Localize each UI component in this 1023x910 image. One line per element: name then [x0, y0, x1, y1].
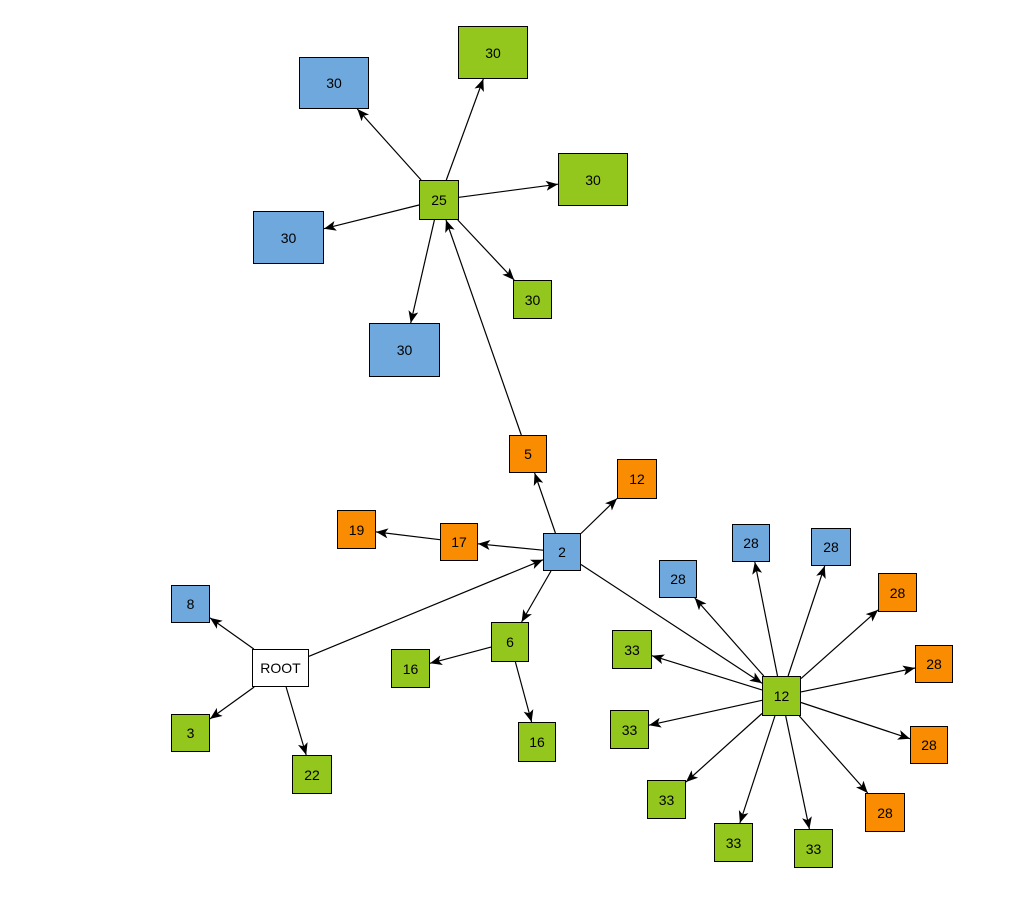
node-label: 17 [451, 534, 467, 550]
node-label: 28 [877, 804, 893, 821]
edge-n25-n30f [408, 219, 435, 324]
node-label: 2 [558, 544, 566, 560]
graph-node-19[interactable]: 19 [337, 510, 376, 549]
node-label: 30 [524, 291, 541, 308]
edge-n2-n12o [580, 498, 618, 534]
node-label: 5 [524, 446, 532, 462]
graph-node-30[interactable]: 30 [513, 280, 552, 319]
graph-node-30[interactable]: 30 [299, 57, 369, 109]
node-label: 19 [348, 521, 365, 538]
edge-root-n3 [209, 686, 255, 720]
edge-n12g-n28a [694, 597, 765, 677]
edge-n12g-n28g [798, 715, 869, 794]
graph-node-33[interactable]: 33 [794, 829, 833, 868]
graph-node-5[interactable]: 5 [509, 435, 547, 473]
graph-node-2[interactable]: 2 [543, 533, 581, 571]
node-label: 33 [621, 721, 638, 738]
edge-n12g-n28b [752, 561, 779, 677]
graph-node-28[interactable]: 28 [910, 726, 948, 764]
node-label: 33 [658, 791, 675, 808]
node-label: ROOT [260, 660, 301, 676]
node-label: 6 [506, 634, 514, 650]
graph-node-17[interactable]: 17 [440, 523, 478, 561]
graph-node-28[interactable]: 28 [732, 524, 770, 562]
edge-n12g-n33b [648, 699, 763, 728]
node-label: 30 [396, 342, 413, 358]
graph-node-30[interactable]: 30 [458, 26, 528, 79]
graph-node-8[interactable]: 8 [171, 585, 210, 623]
node-label: 16 [529, 734, 545, 750]
edge-n2-n5 [533, 472, 556, 534]
edge-n12g-n33c [685, 713, 763, 783]
edge-n12g-n33e [785, 715, 812, 830]
graph-node-33[interactable]: 33 [612, 630, 652, 669]
node-label: 30 [280, 229, 297, 246]
graph-node-33[interactable]: 33 [647, 780, 686, 819]
edge-n5-n25 [445, 219, 522, 436]
graph-node-25[interactable]: 25 [419, 180, 459, 220]
node-label: 30 [485, 44, 501, 61]
graph-node-16[interactable]: 16 [391, 649, 430, 688]
node-label: 3 [186, 725, 195, 741]
graph-node-33[interactable]: 33 [610, 710, 649, 749]
graph-node-3[interactable]: 3 [171, 714, 210, 752]
graph-node-28[interactable]: 28 [915, 645, 953, 683]
node-label: 28 [921, 737, 937, 753]
node-label: 30 [326, 75, 342, 91]
edge-n25-n30b [445, 78, 484, 181]
edge-n12g-n28f [800, 701, 911, 740]
node-label: 33 [725, 834, 742, 851]
edge-n25-n30c [458, 180, 559, 198]
edge-n25-n30d [323, 204, 420, 231]
graph-node-28[interactable]: 28 [811, 528, 851, 566]
graph-node-28[interactable]: 28 [865, 793, 905, 832]
graph-node-28[interactable]: 28 [878, 573, 917, 612]
edge-n25-n30e [457, 219, 515, 281]
edge-n6-n16a [429, 646, 492, 666]
graph-node-30[interactable]: 30 [253, 211, 324, 264]
node-label: 16 [402, 660, 419, 677]
node-label: 28 [823, 539, 839, 555]
edge-n12g-n33d [738, 715, 776, 824]
graph-node-16[interactable]: 16 [518, 722, 556, 762]
edge-n2-n6 [521, 570, 552, 623]
graph-node-30[interactable]: 30 [558, 153, 628, 206]
node-label: 28 [926, 656, 942, 672]
graph-node-6[interactable]: 6 [491, 622, 529, 662]
edge-n12g-n33a [651, 654, 763, 691]
edge-n12g-n28c [787, 565, 826, 677]
node-label: 8 [186, 596, 195, 612]
graph-node-28[interactable]: 28 [659, 560, 697, 598]
node-label: 33 [805, 840, 822, 857]
graph-node-12[interactable]: 12 [617, 459, 657, 499]
node-label: 30 [585, 171, 601, 188]
node-label: 12 [629, 471, 645, 487]
edge-n6-n16b [514, 661, 534, 723]
edge-n12g-n28e [800, 665, 916, 693]
graph-node-12[interactable]: 12 [762, 676, 801, 716]
node-label: 28 [670, 571, 686, 587]
edge-n17-n19 [375, 528, 441, 541]
node-label: 22 [304, 766, 320, 783]
node-label: 28 [889, 584, 906, 601]
edge-n12g-n28d [800, 609, 879, 680]
edge-root-n2 [308, 559, 544, 657]
edge-root-n8 [209, 617, 255, 650]
graph-node-33[interactable]: 33 [714, 823, 753, 862]
node-label: 28 [743, 535, 759, 551]
node-label: 25 [431, 192, 447, 208]
graph-node-30[interactable]: 30 [369, 323, 440, 377]
edge-n2-n12g [580, 563, 763, 684]
graph-node-22[interactable]: 22 [292, 755, 332, 794]
node-label: 33 [624, 641, 640, 658]
edge-n25-n30a [356, 108, 422, 181]
edge-n2-n17 [477, 539, 544, 551]
edge-root-n22 [285, 686, 308, 756]
graph-node-root[interactable]: ROOT [252, 649, 309, 687]
node-label: 12 [773, 688, 790, 704]
